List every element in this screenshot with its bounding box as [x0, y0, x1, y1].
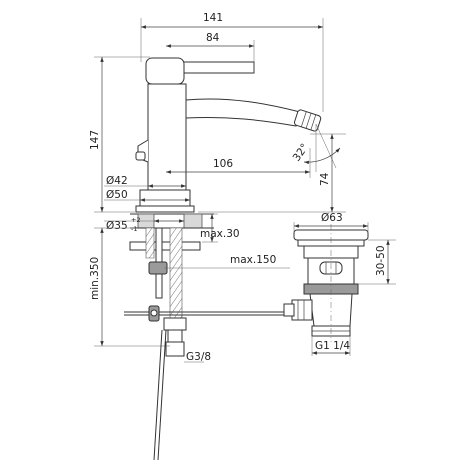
under-deck-assembly — [129, 227, 201, 357]
connection-label-group: G3/8 — [184, 351, 211, 363]
label-hose-min: min.350 — [89, 257, 101, 300]
dimension-total-height: 147 — [89, 56, 150, 213]
dimension-waste-range: 30-50 — [358, 239, 396, 285]
label-spout-angle: 32° — [291, 142, 312, 164]
dimension-waste-thread: G1 1/4 — [311, 336, 350, 356]
label-dia-hole-tol-plus: +2 — [131, 216, 141, 224]
popup-pull-rod — [124, 305, 292, 322]
label-connection: G3/8 — [186, 351, 211, 363]
drop-rod — [153, 329, 167, 461]
label-dia-hole: Ø35 — [106, 220, 128, 232]
dimension-rod-max: max.150 — [164, 254, 290, 269]
dimension-spout-height: 74 — [198, 133, 346, 213]
label-total-height: 147 — [89, 130, 101, 150]
label-waste-thread: G1 1/4 — [315, 340, 350, 352]
label-spout-height: 74 — [319, 172, 331, 186]
dimension-hole-diameter: Ø35 +2 -1 — [104, 216, 184, 233]
dimension-total-width: 141 — [140, 12, 324, 112]
dimension-spout-reach: 106 — [166, 148, 311, 178]
label-dia-base: Ø50 — [106, 189, 128, 201]
label-spout-reach: 106 — [213, 158, 233, 170]
waste-drain — [283, 224, 369, 342]
label-lever-width: 84 — [206, 32, 220, 44]
dimension-deck-max: max.30 — [200, 213, 240, 243]
label-waste-range: 30-50 — [375, 245, 387, 276]
dimension-body-diameters: Ø42 Ø50 — [104, 175, 190, 202]
label-waste-diameter: Ø63 — [321, 212, 343, 224]
label-rod-max: max.150 — [230, 254, 276, 266]
label-dia-body: Ø42 — [106, 175, 128, 187]
dimension-waste-diameter: Ø63 — [293, 212, 369, 232]
label-deck-max: max.30 — [200, 228, 240, 240]
label-total-width: 141 — [203, 12, 223, 24]
label-dia-hole-tol-minus: -1 — [131, 225, 137, 233]
dimension-hose-min: min.350 — [89, 227, 170, 347]
faucet-body — [135, 57, 255, 213]
faucet-spout — [185, 98, 322, 132]
